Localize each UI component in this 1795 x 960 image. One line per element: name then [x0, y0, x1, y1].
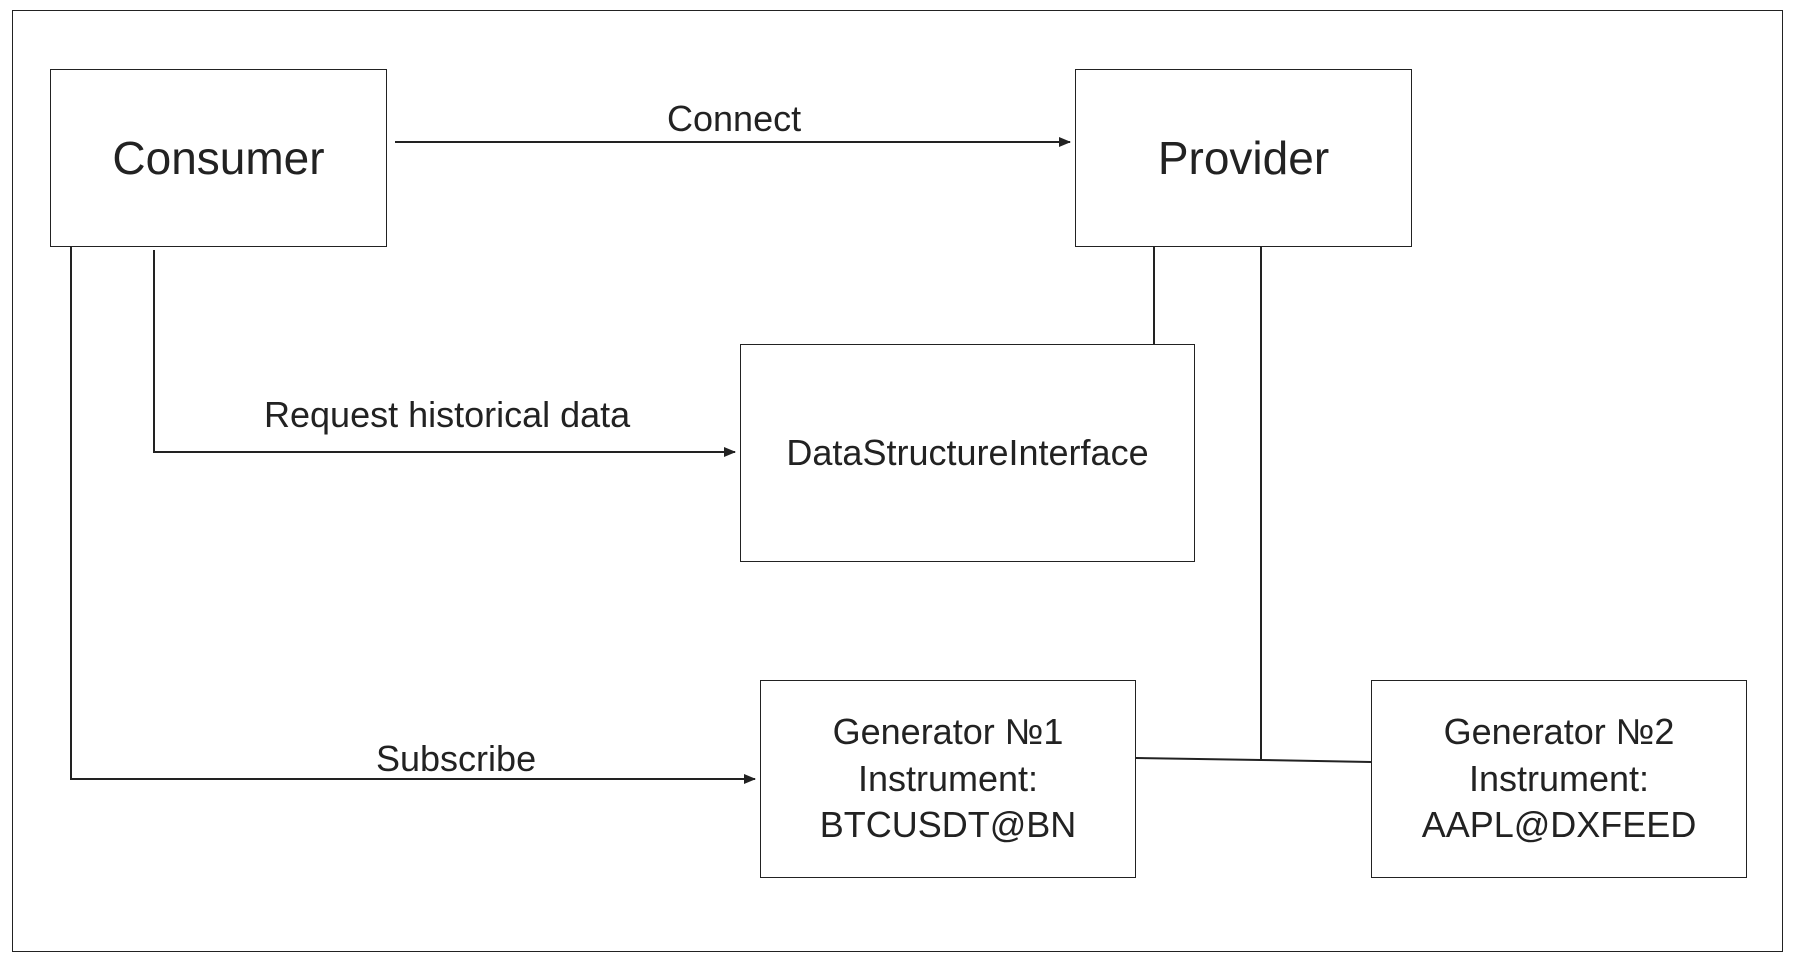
request-historical-data-arrow: [153, 250, 736, 457]
subscribe-arrow: [70, 247, 756, 784]
consumer-node: Consumer: [50, 69, 387, 247]
data-structure-interface-label: DataStructureInterface: [786, 432, 1149, 473]
consumer-label: Consumer: [112, 132, 325, 184]
diagram-frame: [12, 10, 1783, 952]
data-structure-interface-node: DataStructureInterface: [740, 344, 1195, 562]
generator2-label: Generator №2 Instrument: AAPL@DXFEED: [1421, 710, 1697, 846]
generator2-bus-link: [1260, 759, 1372, 763]
provider-label: Provider: [1157, 132, 1330, 184]
generator1-label: Generator №1 Instrument: BTCUSDT@BN: [819, 710, 1077, 846]
generator1-bus-link: [1135, 757, 1262, 761]
generator1-node: Generator №1 Instrument: BTCUSDT@BN: [760, 680, 1136, 878]
generator2-node: Generator №2 Instrument: AAPL@DXFEED: [1371, 680, 1747, 878]
provider-node: Provider: [1075, 69, 1412, 247]
connect-edge-label: Connect: [667, 98, 802, 139]
subscribe-edge-label: Subscribe: [376, 738, 537, 779]
request-historical-data-edge-label: Request historical data: [264, 394, 631, 435]
